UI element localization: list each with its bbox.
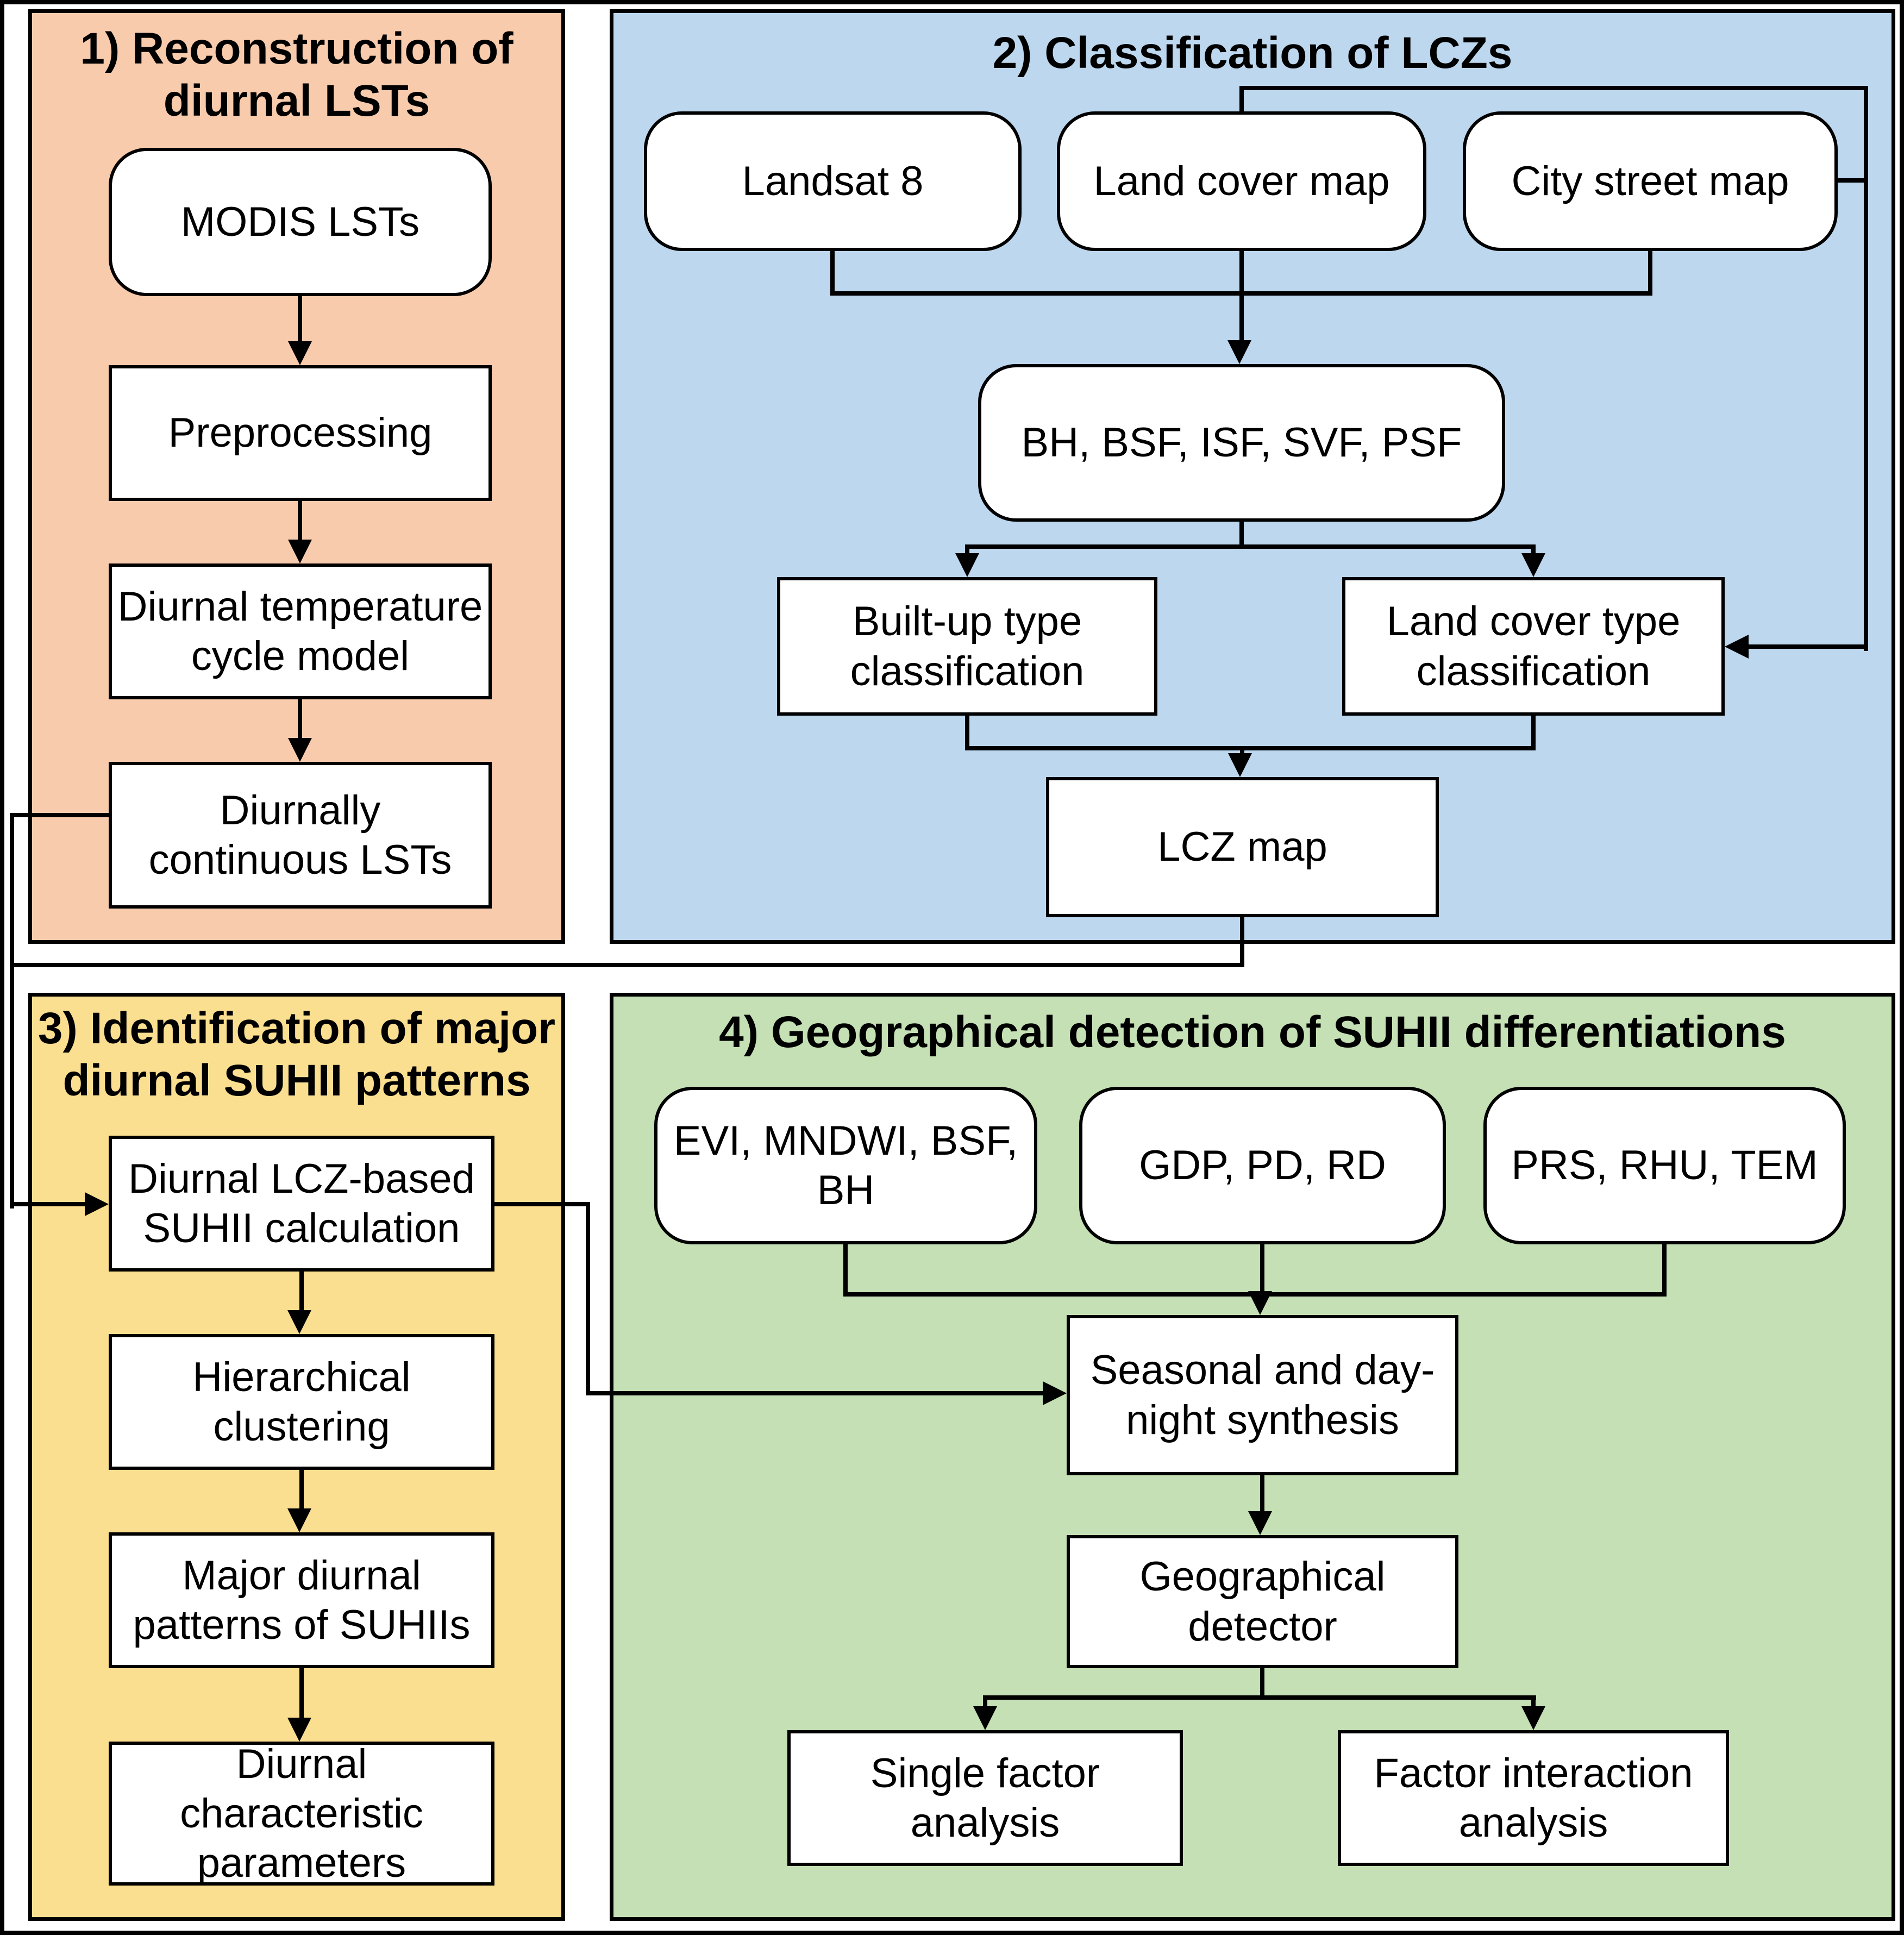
connector-builtup-stub (965, 716, 969, 750)
node-lcz-map: LCZ map (1046, 777, 1439, 917)
arrowhead-into-seasonal-top (1248, 1291, 1272, 1315)
connector-split-left (965, 544, 969, 555)
connector-analysis-split (983, 1695, 1536, 1700)
arrowhead-preprocessing-dtc (288, 540, 312, 563)
arrowhead-suhiicalc-hclust (287, 1310, 311, 1334)
node-single-factor-analysis: Single factor analysis (787, 1730, 1183, 1866)
node-diurnal-lcz-suhii-calculation: Diurnal LCZ-based SUHII calculation (109, 1136, 494, 1272)
connector-lczmap-rail (10, 963, 1244, 967)
arrowhead-hclust-majorpatterns (287, 1508, 311, 1532)
arrowhead-into-lct-right (1725, 635, 1749, 659)
connector-landsat-stub (830, 251, 835, 296)
connector-right-vertical (1864, 86, 1868, 651)
panel-reconstruction-title: 1) Reconstruction of diurnal LSTs (80, 24, 513, 126)
node-land-cover-type-classification: Land cover type classification (1342, 577, 1725, 716)
connector-split-right (1531, 544, 1536, 555)
node-preprocessing: Preprocessing (109, 365, 492, 501)
node-land-cover-map: Land cover map (1057, 111, 1426, 251)
node-modis-lsts: MODIS LSTs (109, 148, 492, 296)
node-lcz-parameters: BH, BSF, ISF, SVF, PSF (978, 364, 1505, 522)
node-city-street-map: City street map (1463, 111, 1838, 251)
node-diurnal-temperature-cycle-model: Diurnal temperature cycle model (109, 563, 492, 699)
node-hierarchical-clustering: Hierarchical clustering (109, 1334, 494, 1470)
connector-into-suhiicalc (14, 1202, 86, 1206)
connector-dtc-dcl (298, 699, 302, 739)
node-diurnally-continuous-lsts: Diurnally continuous LSTs (109, 762, 492, 909)
connector-into-seasonal-left (586, 1391, 1043, 1395)
node-prs-rhu-tem: PRS, RHU, TEM (1483, 1087, 1846, 1244)
connector-seasonal-geodetector (1260, 1475, 1264, 1512)
node-evi-mndwi-bsf-bh: EVI, MNDWI, BSF, BH (654, 1087, 1037, 1244)
connector-citystreet-down-stub (1648, 251, 1652, 296)
connector-merge-to-params (1239, 251, 1244, 340)
connector-left-rail (10, 813, 14, 1208)
connector-prs-stub (1662, 1244, 1667, 1297)
node-builtup-type-classification: Built-up type classification (777, 577, 1157, 716)
node-landsat-8: Landsat 8 (644, 111, 1022, 251)
connector-suhiicalc-exit (494, 1202, 590, 1206)
connector-evi-stub (843, 1244, 848, 1297)
arrowhead-modis-preprocessing (288, 341, 312, 365)
connector-top-horizontal (1239, 86, 1868, 90)
connector-modis-preprocessing (298, 296, 302, 342)
node-gdp-pd-rd: GDP, PD, RD (1079, 1087, 1446, 1244)
connector-into-lct-right (1749, 644, 1868, 649)
arrowhead-majorpatterns-charparams (287, 1718, 311, 1742)
node-seasonal-daynight-synthesis: Seasonal and day- night synthesis (1067, 1315, 1458, 1475)
node-diurnal-characteristic-parameters: Diurnal characteristic parameters (109, 1741, 494, 1886)
connector-params-split (965, 544, 1536, 549)
connector-landcover-up-stub (1239, 88, 1244, 114)
connector-class-merge (965, 746, 1536, 750)
connector-split-to-interaction (1531, 1695, 1536, 1708)
connector-lczmap-stub (1240, 917, 1244, 967)
arrowhead-into-lczmap (1228, 753, 1252, 777)
connector-params-stub (1239, 522, 1244, 549)
panel-classification-title: 2) Classification of LCZs (992, 28, 1513, 78)
node-factor-interaction-analysis: Factor interaction analysis (1338, 1730, 1729, 1866)
arrowhead-into-lct-top (1521, 553, 1545, 577)
node-geographical-detector: Geographical detector (1067, 1535, 1458, 1668)
connector-merge-to-lczmap (1240, 746, 1244, 755)
arrowhead-into-factor-interaction (1521, 1706, 1545, 1730)
connector-hclust-majorpatterns (299, 1470, 304, 1510)
connector-split-to-single (983, 1695, 987, 1708)
connector-majorpatterns-charparams (299, 1668, 304, 1719)
connector-dcl-exit (12, 813, 111, 817)
connector-gdp-down (1260, 1244, 1264, 1293)
connector-preprocessing-dtc (298, 501, 302, 541)
arrowhead-into-builtup (955, 553, 979, 577)
arrowhead-into-seasonal (1043, 1381, 1067, 1405)
connector-citystreet-stub (1838, 178, 1868, 183)
arrowhead-into-single-factor (973, 1706, 997, 1730)
node-major-diurnal-patterns: Major diurnal patterns of SUHIIs (109, 1532, 494, 1668)
connector-gap-vertical (586, 1202, 590, 1395)
panel-identification-title: 3) Identification of major diurnal SUHII… (37, 1004, 556, 1105)
panel-detection-title: 4) Geographical detection of SUHII diffe… (719, 1007, 1786, 1057)
arrowhead-into-params (1227, 340, 1251, 364)
connector-suhiicalc-hclust (299, 1272, 304, 1311)
arrowhead-dtc-dcl (288, 738, 312, 762)
connector-lct-stub (1531, 716, 1536, 750)
arrowhead-into-suhiicalc (85, 1192, 109, 1216)
arrowhead-into-geodetector (1248, 1511, 1272, 1535)
connector-geodetector-stub (1260, 1668, 1264, 1700)
